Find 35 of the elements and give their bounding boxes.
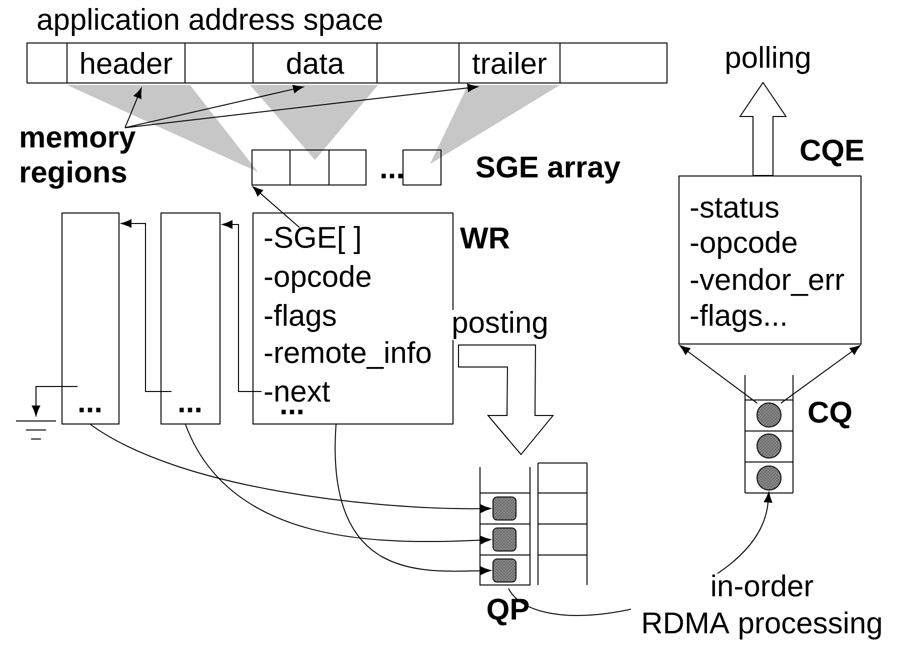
node-label: SGE array <box>476 156 620 184</box>
block-arrow <box>739 82 787 176</box>
queue-ladder: QP <box>480 462 588 626</box>
arrow <box>252 186 300 228</box>
arrow <box>222 220 262 392</box>
completion-entry <box>756 402 782 428</box>
arrow <box>124 85 304 128</box>
work-request-box: ... <box>62 212 120 424</box>
completion-box: CQE -status -opcode -vendor_err -flags... <box>678 140 864 344</box>
node-label: CQE <box>800 140 864 166</box>
text-label: polling <box>726 46 810 74</box>
arrow <box>780 345 860 404</box>
edge-label: posting <box>450 310 550 340</box>
arrow <box>121 219 172 392</box>
arrow <box>680 345 758 404</box>
arrow <box>124 84 478 128</box>
ground-symbol <box>16 420 56 440</box>
queue-ladder: CQ <box>744 374 852 494</box>
arrow <box>90 424 491 513</box>
arrow <box>334 424 491 575</box>
work-request-box: ... <box>160 212 220 424</box>
ellipsis: ... <box>382 174 402 178</box>
node-label: application address space <box>38 8 382 36</box>
completion-entry <box>756 434 782 458</box>
arrow <box>124 88 142 128</box>
edge-label: in-order RDMA processing <box>631 574 893 640</box>
arrow <box>185 424 491 544</box>
buffer-cell: trailer <box>458 42 560 84</box>
text-label: memory regions <box>20 131 136 189</box>
buffer-cell: data <box>252 42 378 84</box>
completion-entry <box>756 466 782 490</box>
arrow <box>32 386 78 416</box>
buffer-cell: header <box>66 42 186 84</box>
node-label: WR <box>460 228 510 248</box>
block-arrow <box>458 344 554 456</box>
